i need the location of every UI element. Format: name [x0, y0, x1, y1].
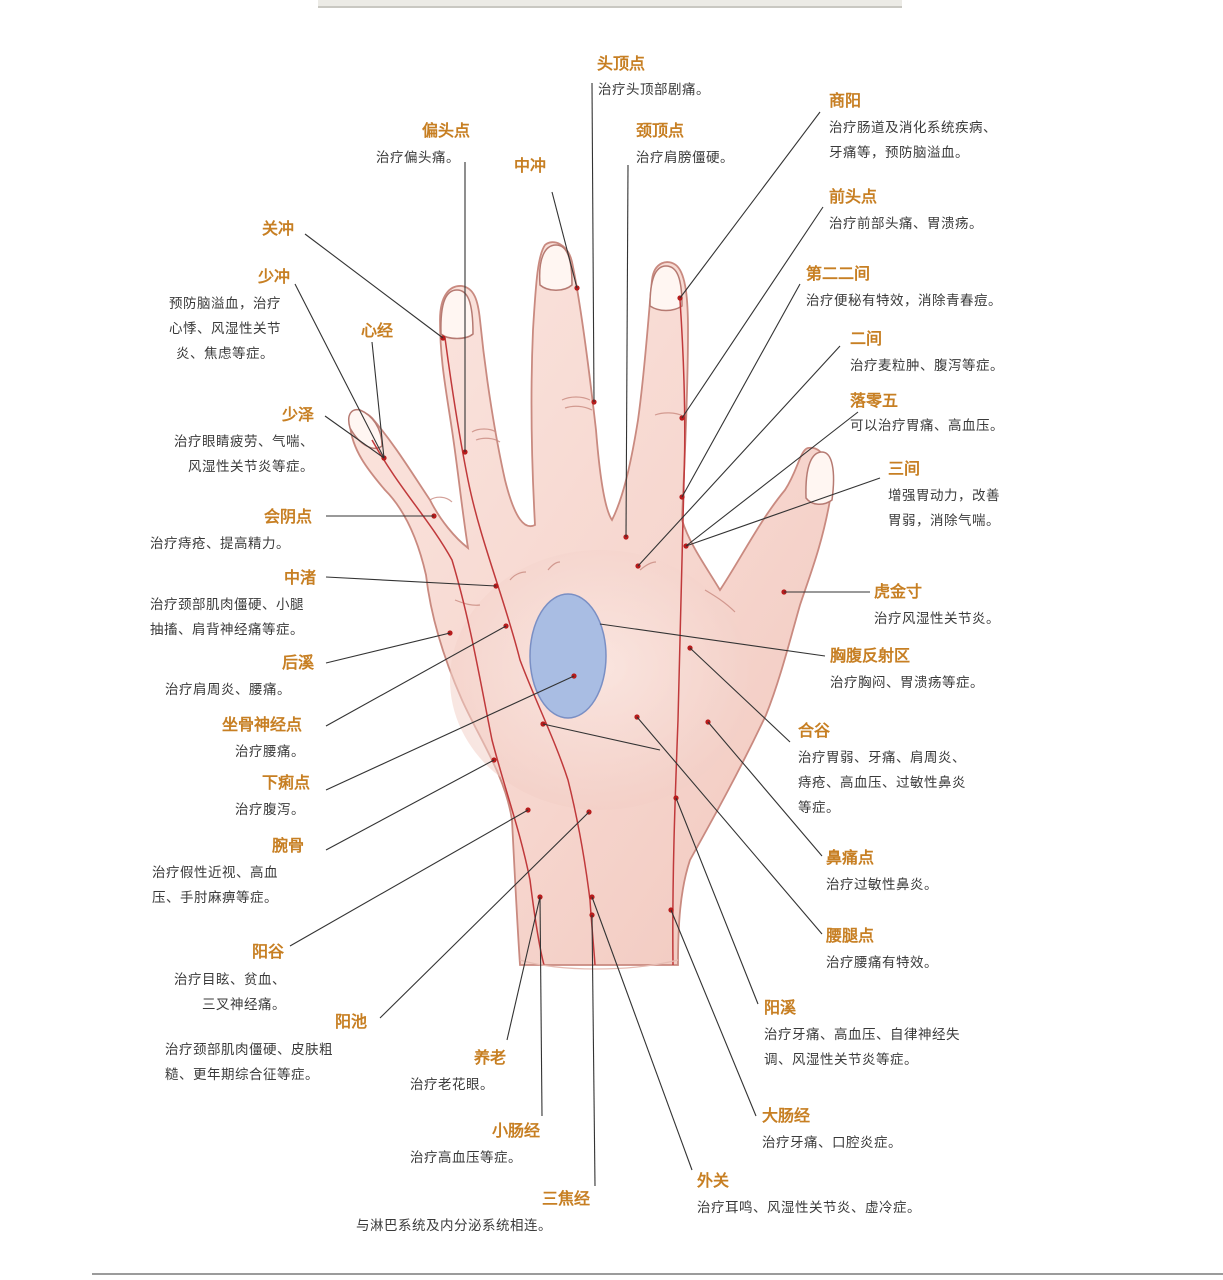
label-yangxi: 阳溪 [764, 998, 797, 1017]
label-zuogu: 坐骨神经点 [222, 715, 303, 734]
label-xiongfu: 胸腹反射区 [830, 646, 911, 665]
desc-huiyindian: 治疗痔疮、提高精力。 [150, 536, 290, 552]
label-wangu: 腕骨 [272, 836, 305, 855]
desc-bitongdian: 治疗过敏性鼻炎。 [826, 877, 938, 893]
label-luolingwu: 落零五 [850, 391, 899, 410]
top-bar [318, 0, 902, 8]
label-sanjian: 三间 [888, 459, 921, 478]
label-waiguan: 外关 [697, 1171, 730, 1190]
desc-sanjian: 增强胃动力，改善 胃弱，消除气喘。 [888, 488, 1000, 529]
label-huiyindian: 会阴点 [264, 507, 313, 526]
desc-yangxi: 治疗牙痛、高血压、自律神经失 调、风湿性关节炎等症。 [764, 1027, 960, 1068]
label-xinjing: 心经 [361, 321, 394, 340]
label-erjian: 二间 [850, 329, 883, 348]
label-guanchong: 关冲 [262, 219, 295, 238]
label-shangyang: 商阳 [829, 91, 862, 110]
desc-shaoze: 治疗眼睛疲劳、气喘、 风湿性关节炎等症。 [174, 434, 314, 475]
desc-yaotuidian: 治疗腰痛有特效。 [826, 955, 938, 971]
desc-xiongfu: 治疗胸闷、胃溃疡等症。 [830, 675, 984, 691]
label-yangchi: 阳池 [335, 1012, 368, 1031]
label-yanglao: 养老 [474, 1048, 507, 1067]
label-shaochong: 少冲 [258, 267, 291, 286]
desc-shangyang: 治疗肠道及消化系统疾病、 牙痛等，预防脑溢血。 [829, 120, 997, 161]
label-sanjiaojing: 三焦经 [542, 1189, 591, 1208]
desc-piantoudian: 治疗偏头痛。 [376, 150, 460, 166]
label-xialidian: 下痢点 [262, 773, 311, 792]
desc-houxi: 治疗肩周炎、腰痛。 [165, 682, 291, 698]
label-zhongzhu: 中渚 [284, 568, 317, 587]
desc-waiguan: 治疗耳鸣、风湿性关节炎、虚冷症。 [697, 1200, 921, 1216]
desc-wangu: 治疗假性近视、高血 压、手肘麻痹等症。 [152, 865, 278, 906]
desc-dachangjing: 治疗牙痛、口腔炎症。 [762, 1135, 902, 1151]
desc-luolingwu: 可以治疗胃痛、高血压。 [850, 418, 1004, 434]
label-dachangjing: 大肠经 [762, 1106, 811, 1125]
desc-shaochong: 预防脑溢血，治疗 心悸、风湿性关节 炎、焦虑等症。 [169, 296, 281, 362]
label-piantoudian: 偏头点 [422, 121, 471, 140]
desc-erjian: 治疗麦粒肿、腹泻等症。 [850, 358, 1004, 374]
desc-yanggu: 治疗目眩、贫血、 三叉神经痛。 [174, 972, 286, 1013]
label-bitongdian: 鼻痛点 [826, 848, 875, 867]
label-qiantoudian: 前头点 [829, 187, 878, 206]
label-hujincun: 虎金寸 [874, 582, 923, 601]
desc-xiaochangjing: 治疗高血压等症。 [410, 1150, 522, 1166]
desc-sanjiaojing: 与淋巴系统及内分泌系统相连。 [356, 1218, 552, 1234]
label-xiaochangjing: 小肠经 [492, 1121, 541, 1140]
desc-jingdingdian: 治疗肩膀僵硬。 [636, 150, 734, 166]
label-houxi: 后溪 [282, 653, 315, 672]
desc-dierejian: 治疗便秘有特效，消除青春痘。 [806, 293, 1002, 309]
desc-zuogu: 治疗腰痛。 [235, 744, 305, 760]
label-shaoze: 少泽 [282, 405, 315, 424]
desc-yangchi: 治疗颈部肌肉僵硬、皮肤粗 糙、更年期综合征等症。 [165, 1042, 333, 1083]
desc-yanglao: 治疗老花眼。 [410, 1077, 494, 1093]
desc-toudingdian: 治疗头顶部剧痛。 [598, 82, 710, 98]
label-yaotuidian: 腰腿点 [826, 926, 875, 945]
label-hegu: 合谷 [798, 721, 831, 740]
desc-zhongzhu: 治疗颈部肌肉僵硬、小腿 抽搐、肩背神经痛等症。 [150, 597, 304, 638]
label-yanggu: 阳谷 [252, 942, 285, 961]
label-jingdingdian: 颈顶点 [636, 121, 685, 140]
bottom-rule [92, 1273, 1223, 1275]
label-dierejian: 第二二间 [806, 264, 871, 283]
desc-xialidian: 治疗腹泻。 [235, 802, 305, 818]
desc-hujincun: 治疗风湿性关节炎。 [874, 611, 1000, 627]
label-zhongchong: 中冲 [514, 156, 547, 175]
desc-qiantoudian: 治疗前部头痛、胃溃疡。 [829, 216, 983, 232]
desc-hegu: 治疗胃弱、牙痛、肩周炎、 痔疮、高血压、过敏性鼻炎 等症。 [798, 750, 966, 816]
label-toudingdian: 头顶点 [597, 54, 646, 73]
